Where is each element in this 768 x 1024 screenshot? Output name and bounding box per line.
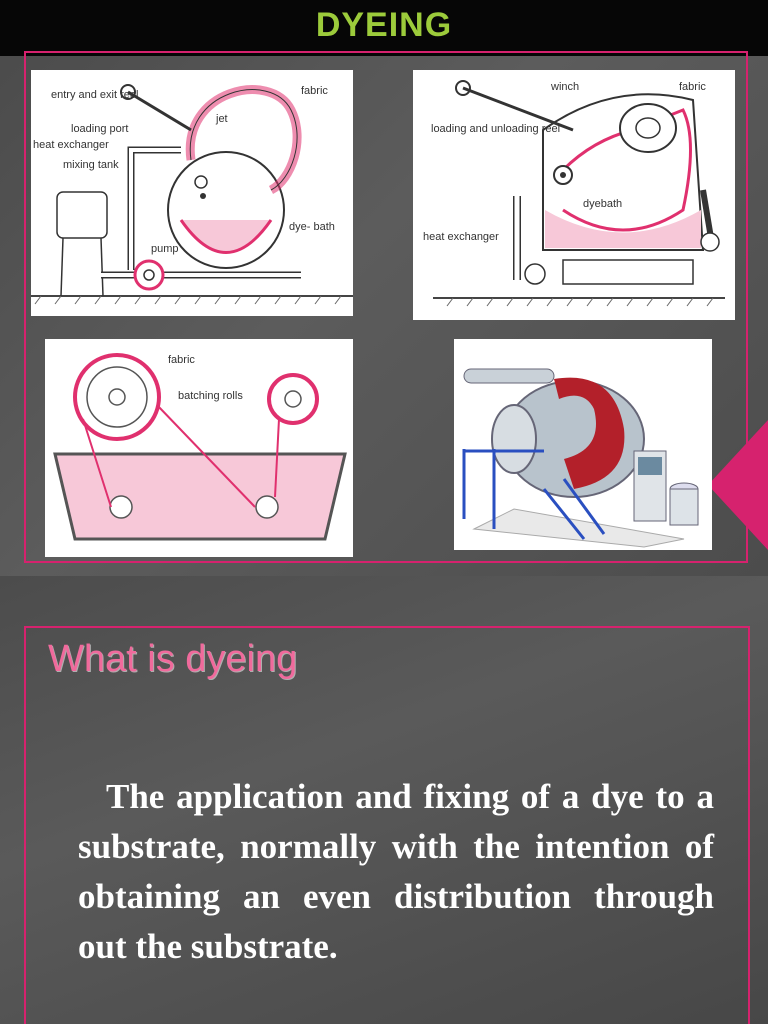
label-heat-exchanger: heat exchanger bbox=[33, 139, 109, 151]
jigger-dyeing-diagram: fabric batching rolls bbox=[45, 339, 353, 557]
slide-dyeing-machines: DYEING bbox=[0, 0, 768, 576]
label-winch: winch bbox=[550, 81, 579, 93]
definition-text: The application and fixing of a dye to a… bbox=[78, 777, 714, 966]
title-bar bbox=[0, 0, 768, 56]
slide-title: DYEING bbox=[315, 6, 453, 44]
label-mixing-tank: mixing tank bbox=[63, 159, 119, 171]
jet-dyeing-diagram: entry and exit reel fabric loading port … bbox=[31, 70, 353, 316]
label-loading-port: loading port bbox=[71, 123, 129, 135]
slide-what-is-dyeing: What is dyeing The application and fixin… bbox=[0, 576, 768, 1024]
label-dyebath-jet: dye- bath bbox=[289, 221, 335, 233]
label-fabric-jigger: fabric bbox=[168, 354, 195, 366]
content-frame bbox=[24, 626, 750, 1024]
label-heat-exchanger-winch: heat exchanger bbox=[423, 231, 499, 243]
label-entry-reel: entry and exit reel bbox=[51, 89, 138, 101]
winch-dyeing-diagram: winch fabric loading and unloading reel … bbox=[413, 70, 735, 320]
decorative-triangle bbox=[708, 420, 768, 550]
dyeing-machine-3d bbox=[454, 339, 712, 550]
label-fabric-jet: fabric bbox=[301, 85, 328, 97]
label-fabric-winch: fabric bbox=[679, 81, 706, 93]
image-frame bbox=[24, 51, 748, 563]
label-dyebath-winch: dyebath bbox=[583, 198, 622, 210]
label-batching-rolls: batching rolls bbox=[178, 390, 243, 402]
label-loading-reel: loading and unloading reel bbox=[431, 123, 560, 135]
slide-heading: What is dyeing bbox=[48, 638, 298, 680]
label-jet: jet bbox=[215, 113, 228, 125]
label-pump: pump bbox=[151, 243, 179, 255]
